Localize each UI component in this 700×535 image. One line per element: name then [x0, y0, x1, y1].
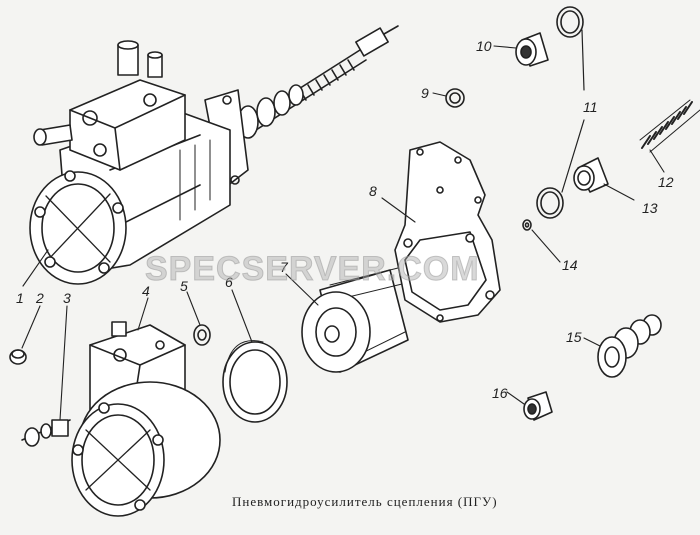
part-label-1: 1 — [16, 290, 24, 306]
part-2-cap — [9, 349, 27, 365]
part-label-6: 6 — [225, 274, 233, 290]
part-11-rings — [536, 6, 585, 219]
part-label-11: 11 — [583, 99, 598, 115]
part-9-washer — [445, 88, 465, 108]
part-label-4: 4 — [142, 283, 150, 299]
part-label-12: 12 — [658, 174, 674, 190]
part-label-13: 13 — [642, 200, 658, 216]
part-4-housing — [71, 321, 221, 517]
part-label-16: 16 — [492, 385, 508, 401]
part-label-8: 8 — [369, 183, 377, 199]
part-6-ring — [222, 340, 288, 423]
part-label-7: 7 — [280, 259, 288, 275]
part-3-valve — [21, 419, 71, 447]
part-16-nut — [523, 391, 553, 421]
part-8-gasket — [394, 141, 501, 323]
part-12-spring — [639, 99, 700, 153]
part-label-3: 3 — [63, 290, 71, 306]
part-label-5: 5 — [180, 278, 188, 294]
part-label-14: 14 — [562, 257, 578, 273]
part-10-nut — [515, 32, 549, 67]
leader-lines — [21, 45, 665, 421]
part-5-washer — [193, 324, 211, 346]
part-15-boot — [597, 314, 662, 378]
figure-caption: Пневмогидроусилитель сцепления (ПГУ) — [232, 494, 498, 509]
part-label-10: 10 — [476, 38, 492, 54]
part-14-washer — [522, 219, 532, 231]
part-1-booster-assembly — [29, 25, 399, 285]
part-label-2: 2 — [36, 290, 44, 306]
part-label-9: 9 — [421, 85, 429, 101]
part-13-valve-cup — [573, 157, 609, 193]
part-label-15: 15 — [566, 329, 582, 345]
part-7-piston — [301, 267, 409, 373]
